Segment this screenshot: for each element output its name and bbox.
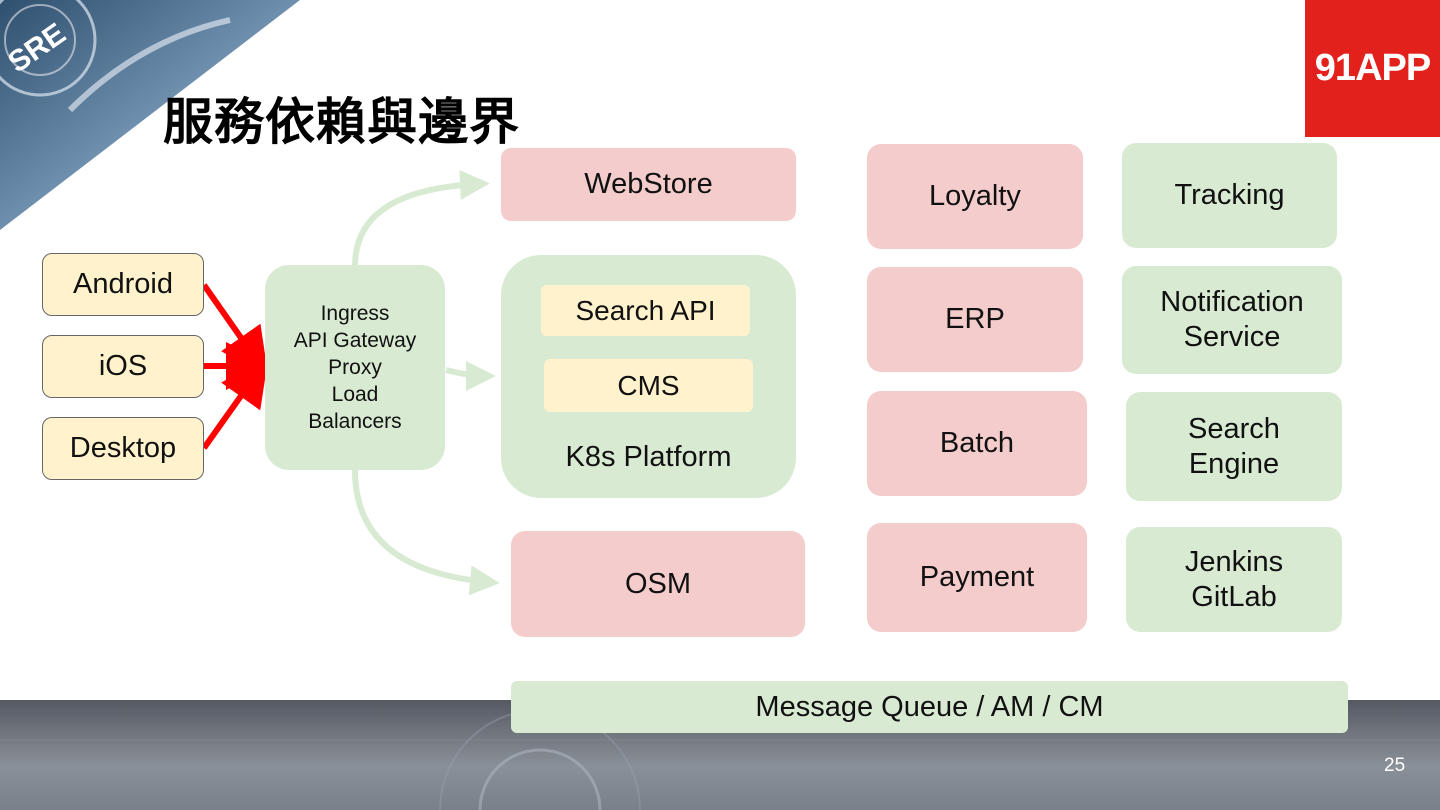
k8s-platform-box: Search API CMS K8s Platform bbox=[501, 255, 796, 498]
k8s-platform-label: K8s Platform bbox=[565, 441, 732, 473]
gateway-line-balancers: Balancers bbox=[308, 410, 402, 433]
client-desktop: Desktop bbox=[42, 417, 204, 480]
arrow-android-gateway bbox=[201, 283, 269, 377]
cms-box: CMS bbox=[544, 359, 753, 412]
gateway-label: Ingress API Gateway Proxy Load Balancers bbox=[294, 300, 417, 435]
client-android-label: Android bbox=[73, 268, 173, 301]
arrow-desktop-gateway bbox=[201, 357, 269, 450]
jenkins-gitlab-box: Jenkins GitLab bbox=[1126, 527, 1342, 632]
osm-box: OSM bbox=[511, 531, 805, 637]
search-engine-line2: Engine bbox=[1188, 447, 1280, 480]
gateway-line-api-gateway: API Gateway bbox=[293, 329, 417, 352]
message-queue-bar: Message Queue / AM / CM bbox=[511, 681, 1348, 733]
notification-service-box: Notification Service bbox=[1122, 266, 1342, 374]
gateway-line-ingress: Ingress bbox=[320, 302, 390, 325]
brand-logo-text: 91APP bbox=[1314, 47, 1431, 89]
client-ios-label: iOS bbox=[98, 350, 148, 383]
batch-label: Batch bbox=[939, 427, 1015, 460]
webstore-label: WebStore bbox=[584, 168, 713, 201]
osm-label: OSM bbox=[624, 567, 692, 600]
search-api-box: Search API bbox=[541, 285, 750, 336]
client-android: Android bbox=[42, 253, 204, 316]
notification-service-line2: Service bbox=[1183, 321, 1281, 353]
brand-logo: 91APP bbox=[1305, 0, 1440, 137]
gateway-line-proxy: Proxy bbox=[328, 356, 382, 379]
arrow-gateway-osm bbox=[352, 469, 500, 596]
jenkins-line: Jenkins bbox=[1184, 545, 1284, 578]
gateway-box: Ingress API Gateway Proxy Load Balancers bbox=[265, 265, 445, 470]
erp-label: ERP bbox=[945, 303, 1005, 336]
message-queue-label: Message Queue / AM / CM bbox=[755, 690, 1104, 723]
gateway-line-load: Load bbox=[331, 383, 379, 406]
notification-service-line1: Notification bbox=[1160, 286, 1304, 319]
erp-box: ERP bbox=[867, 267, 1083, 372]
client-desktop-label: Desktop bbox=[69, 432, 177, 465]
webstore-box: WebStore bbox=[501, 148, 796, 221]
loyalty-box: Loyalty bbox=[867, 144, 1083, 249]
search-api-label: Search API bbox=[575, 294, 716, 326]
gitlab-line: GitLab bbox=[1191, 580, 1277, 613]
slide-title: 服務依賴與邊界 bbox=[163, 93, 520, 151]
tracking-box: Tracking bbox=[1122, 143, 1337, 248]
page-number: 25 bbox=[1384, 755, 1406, 776]
cms-label: CMS bbox=[617, 369, 680, 401]
search-engine-box: Search Engine bbox=[1126, 392, 1342, 501]
loyalty-label: Loyalty bbox=[929, 180, 1021, 213]
payment-box: Payment bbox=[867, 523, 1087, 632]
sre-corner-banner: SRE bbox=[0, 0, 300, 230]
tracking-label: Tracking bbox=[1174, 179, 1285, 212]
payment-label: Payment bbox=[919, 561, 1035, 594]
client-ios: iOS bbox=[42, 335, 204, 398]
search-engine-line1: Search bbox=[1188, 412, 1280, 445]
arrow-gateway-k8s bbox=[445, 360, 496, 391]
batch-box: Batch bbox=[867, 391, 1087, 496]
arrow-gateway-webstore bbox=[352, 169, 490, 267]
